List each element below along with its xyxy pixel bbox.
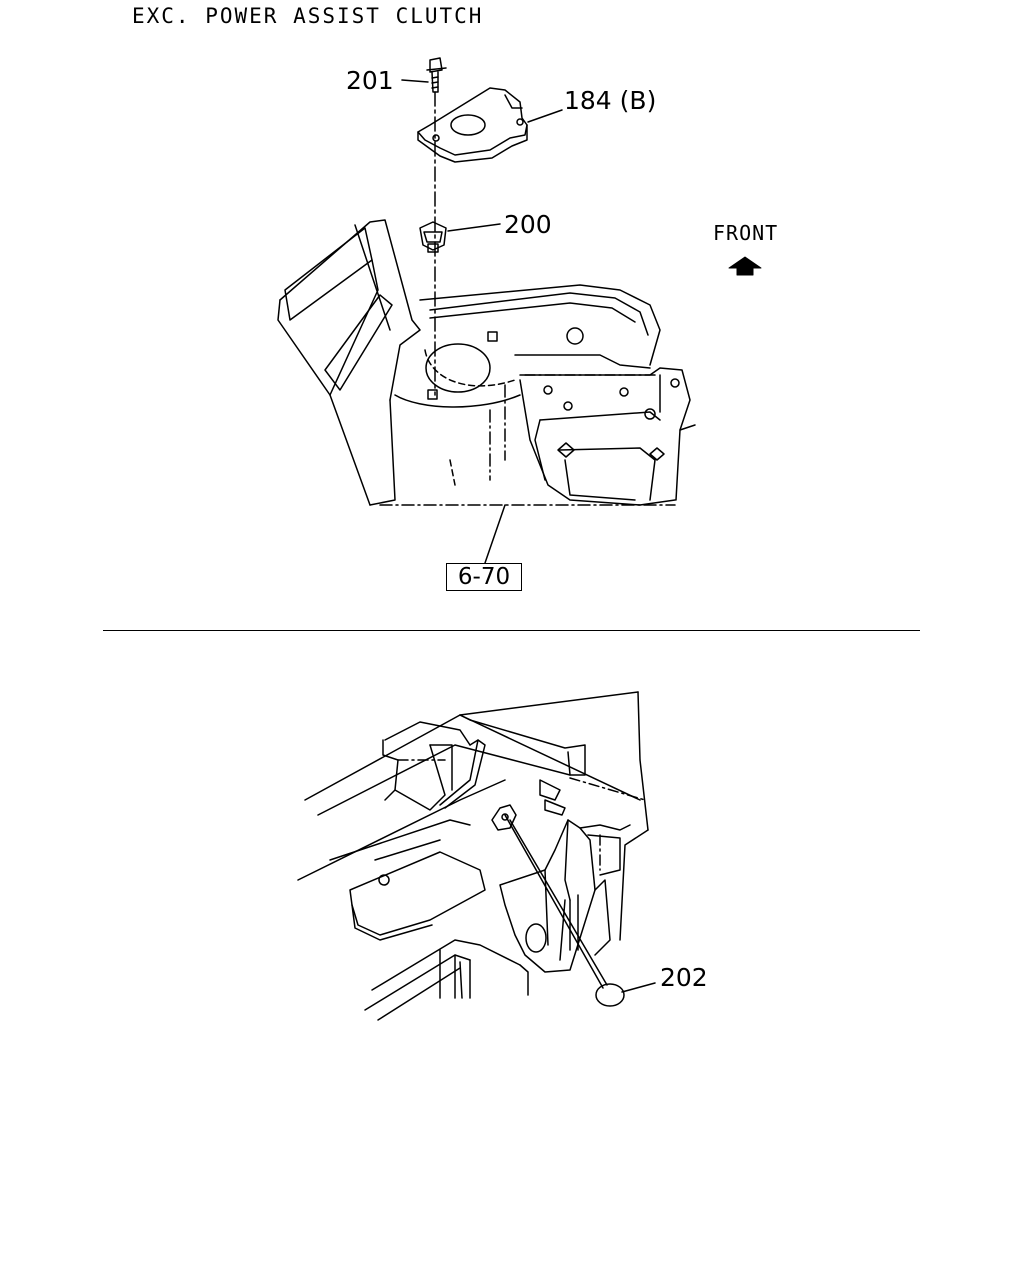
- bolt-201: [426, 57, 447, 93]
- leader-184b: [527, 109, 563, 123]
- floor-panel: [277, 219, 696, 506]
- callout-184b: 184 (B): [564, 86, 657, 115]
- bracket-184b: [417, 87, 528, 163]
- leader-201: [401, 79, 429, 83]
- callout-200: 200: [504, 210, 552, 239]
- reference-box[interactable]: 6-70: [446, 563, 522, 591]
- lower-floor-drawing: [297, 691, 649, 1021]
- diagram-heading: EXC. POWER ASSIST CLUTCH: [132, 4, 484, 28]
- leader-200: [447, 223, 501, 232]
- leader-ref: [484, 504, 506, 564]
- section-divider: [103, 630, 920, 631]
- clip-nut-200: [419, 221, 447, 253]
- callout-202: 202: [660, 963, 708, 992]
- up-arrow-icon: [728, 256, 762, 276]
- plug-202: [504, 814, 656, 1007]
- callout-201: 201: [346, 66, 394, 95]
- front-label: FRONT: [713, 221, 779, 245]
